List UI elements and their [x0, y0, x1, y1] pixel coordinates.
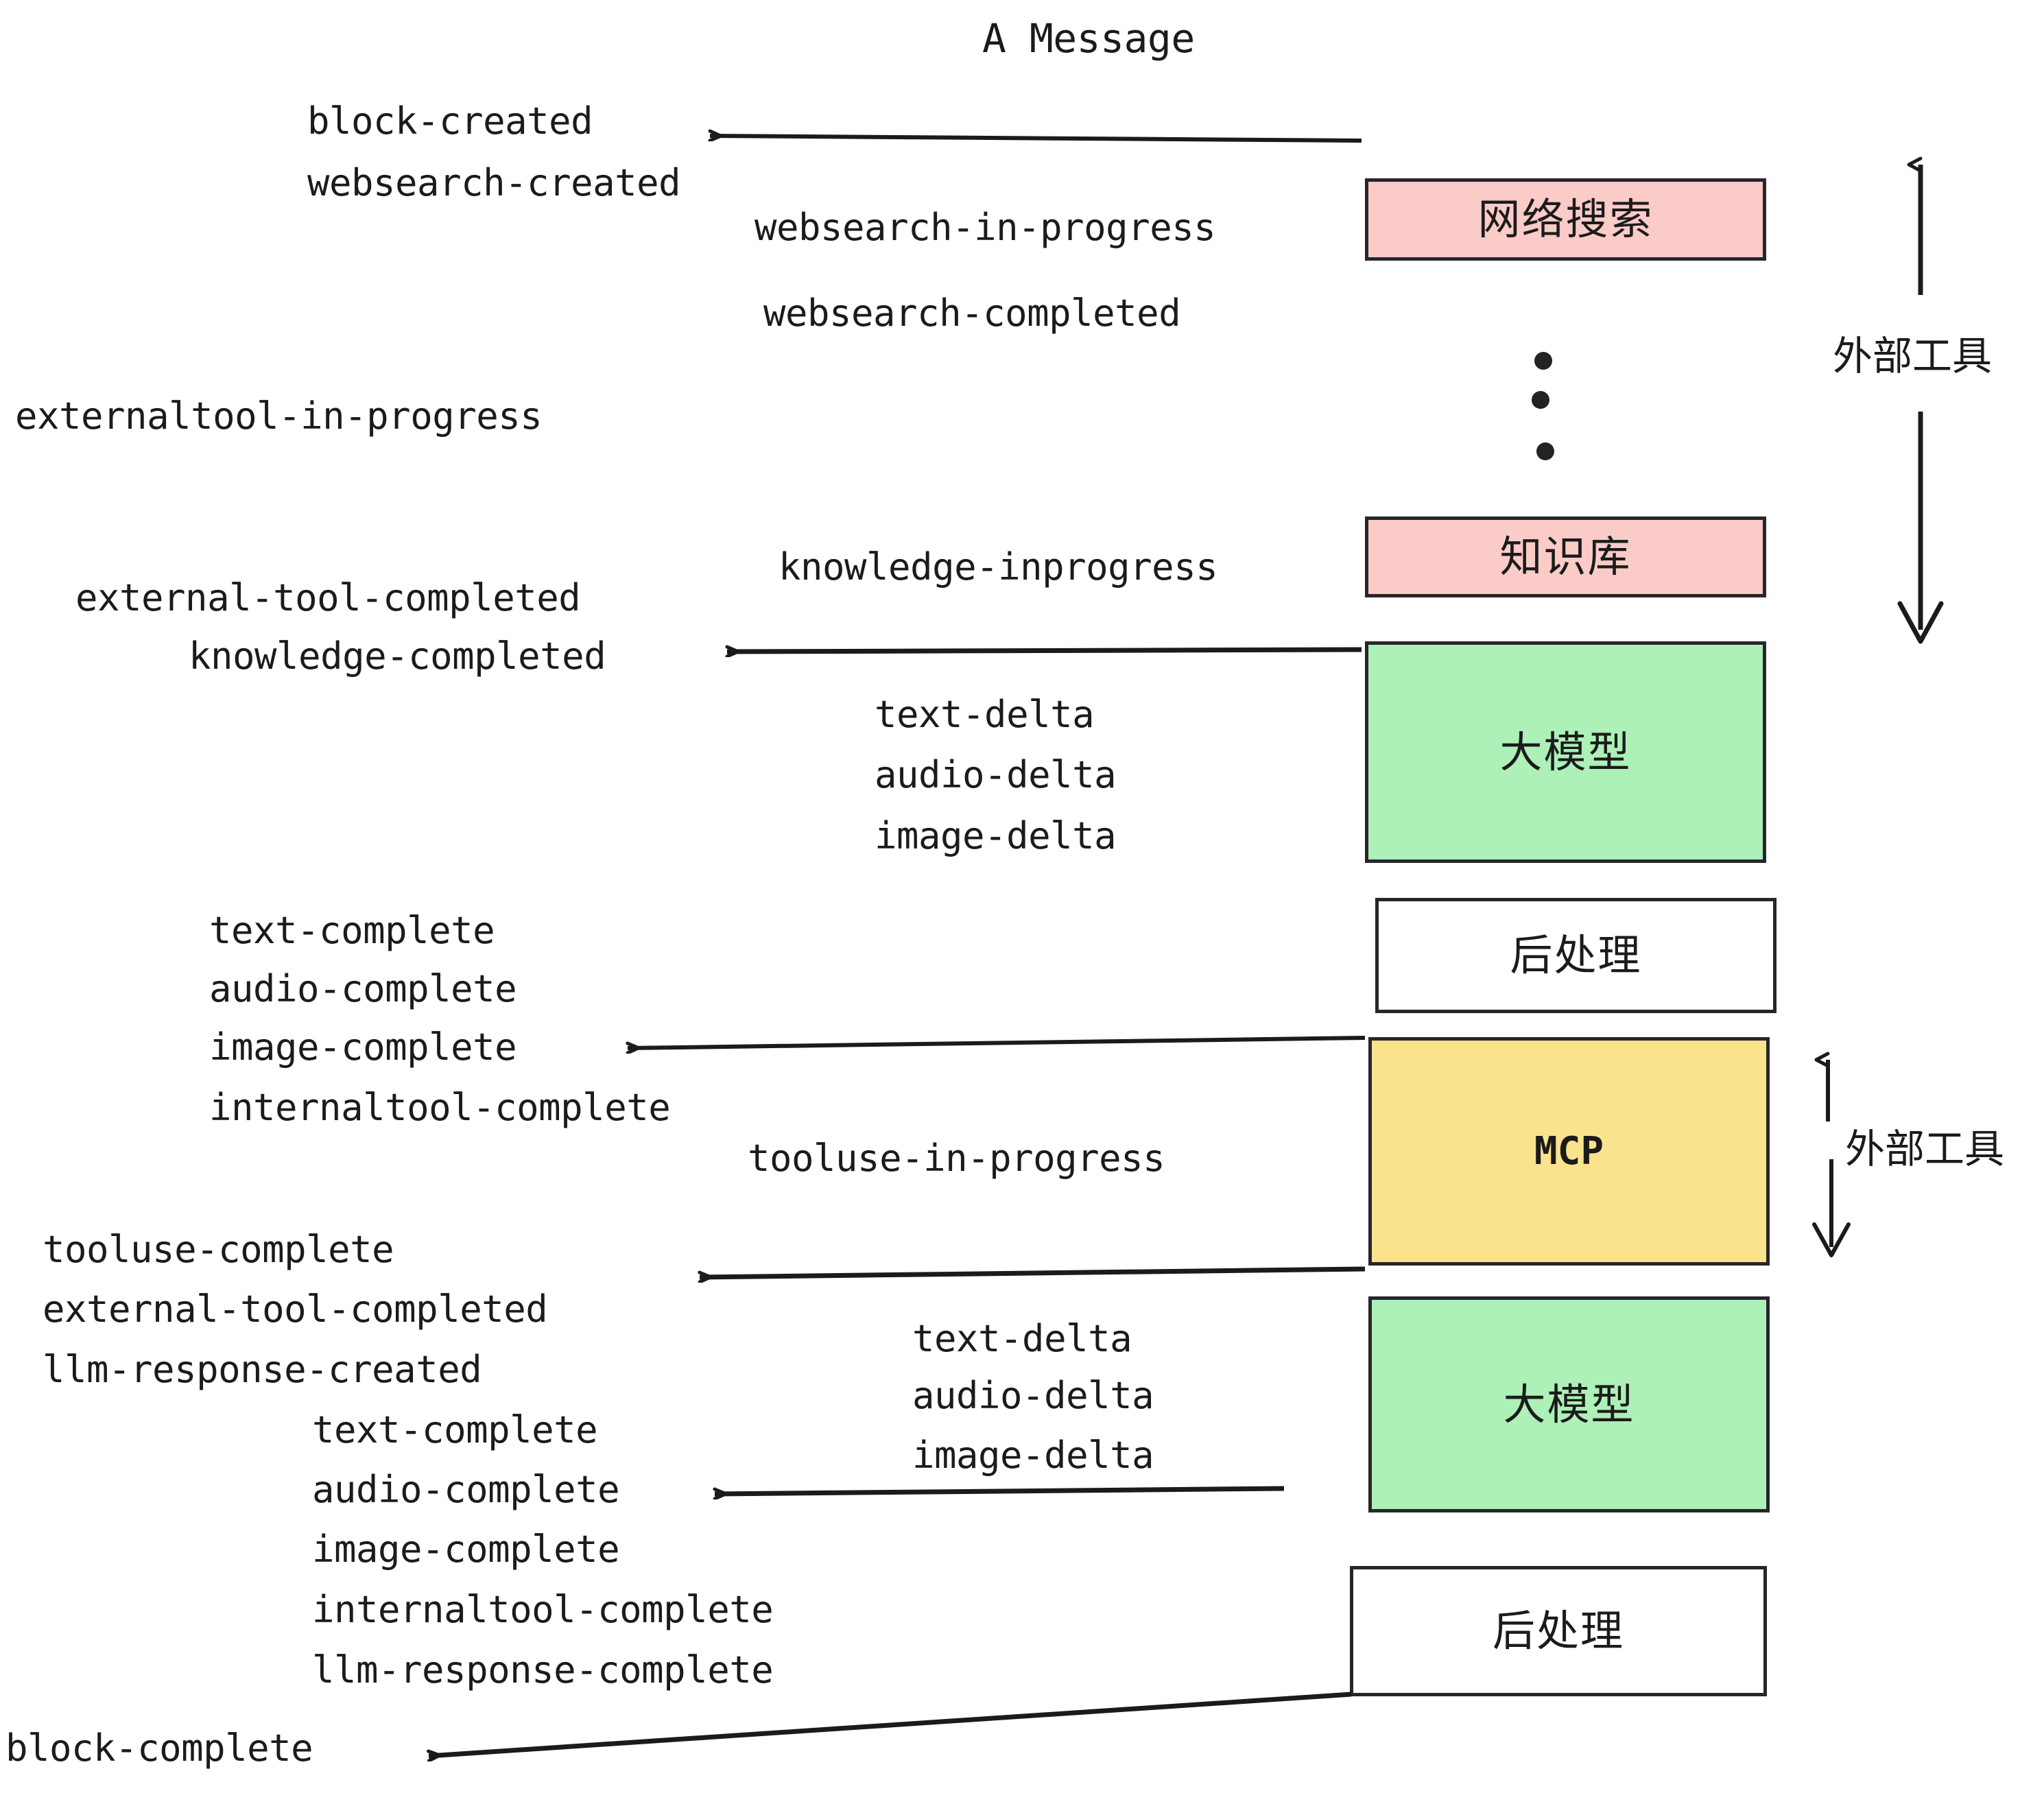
box-label-knowledge: 知识库 [1499, 532, 1632, 582]
event-externaltool-in-progress: externaltool-in-progress [15, 394, 543, 438]
diagram-title: A Message [982, 15, 1195, 62]
box-postprocess-bottom[interactable]: 后处理 [1350, 1566, 1767, 1696]
event-knowledge-inprogress: knowledge-inprogress [779, 545, 1218, 589]
box-knowledge[interactable]: 知识库 [1365, 517, 1766, 597]
event-internaltool-complete-1: internaltool-complete [209, 1086, 671, 1129]
ellipsis-dot [1532, 391, 1549, 409]
event-audio-complete-2: audio-complete [312, 1468, 620, 1511]
event-audio-delta-2: audio-delta [912, 1374, 1154, 1417]
event-websearch-created: websearch-created [307, 161, 681, 204]
box-websearch[interactable]: 网络搜索 [1365, 178, 1766, 261]
event-tooluse-in-progress: tooluse-in-progress [748, 1137, 1165, 1180]
event-text-delta-1: text-delta [875, 693, 1095, 736]
arrow-block-complete [429, 1692, 1352, 1756]
event-text-complete-1: text-complete [209, 909, 495, 952]
side-label-external-tool-lower: 外部工具 [1845, 1126, 2005, 1172]
box-label-mcp: MCP [1534, 1128, 1604, 1174]
event-block-complete: block-complete [5, 1726, 313, 1770]
box-label-postprocess-top: 后处理 [1510, 930, 1642, 980]
box-mcp[interactable]: MCP [1368, 1037, 1770, 1266]
box-llm-top[interactable]: 大模型 [1365, 641, 1766, 863]
event-audio-complete-1: audio-complete [209, 967, 517, 1010]
box-label-llm-bottom: 大模型 [1503, 1379, 1635, 1429]
event-llm-response-created: llm-response-created [43, 1348, 482, 1391]
box-label-llm-top: 大模型 [1499, 726, 1632, 777]
side-label-external-tool-upper: 外部工具 [1833, 333, 1993, 379]
event-text-delta-2: text-delta [912, 1317, 1132, 1360]
arrow-audio-complete-2 [715, 1486, 1285, 1494]
event-tooluse-complete: tooluse-complete [43, 1228, 394, 1271]
event-image-delta-1: image-delta [875, 814, 1117, 857]
event-external-tool-completed-2: external-tool-completed [43, 1287, 548, 1331]
event-websearch-completed: websearch-completed [763, 292, 1181, 335]
event-image-complete-1: image-complete [209, 1025, 517, 1069]
box-postprocess-top[interactable]: 后处理 [1375, 898, 1776, 1013]
event-internaltool-complete-2: internaltool-complete [312, 1588, 774, 1631]
arrow-external-tool-completed-2 [700, 1266, 1366, 1277]
event-block-created: block-created [307, 99, 593, 143]
ellipsis-dot [1536, 442, 1554, 460]
event-external-tool-completed-1: external-tool-completed [75, 576, 581, 619]
event-knowledge-completed: knowledge-completed [189, 634, 606, 678]
arrowhead-external-tool-down-upper [1897, 601, 1944, 644]
box-llm-bottom[interactable]: 大模型 [1368, 1296, 1770, 1512]
event-image-delta-2: image-delta [912, 1434, 1154, 1477]
arrow-image-complete-1 [628, 1036, 1366, 1048]
event-text-complete-2: text-complete [312, 1408, 598, 1451]
arrow-websearch-created [710, 136, 1362, 143]
event-websearch-in-progress: websearch-in-progress [754, 206, 1216, 249]
event-image-complete-2: image-complete [312, 1528, 620, 1571]
event-llm-response-complete: llm-response-complete [312, 1648, 774, 1692]
box-label-postprocess-bottom: 后处理 [1492, 1606, 1624, 1656]
arrow-knowledge-completed [727, 650, 1362, 652]
arrowhead-external-tool-down-lower [1812, 1222, 1851, 1257]
event-audio-delta-1: audio-delta [875, 753, 1117, 796]
ellipsis-dot [1534, 352, 1552, 370]
box-label-websearch: 网络搜索 [1477, 194, 1654, 244]
